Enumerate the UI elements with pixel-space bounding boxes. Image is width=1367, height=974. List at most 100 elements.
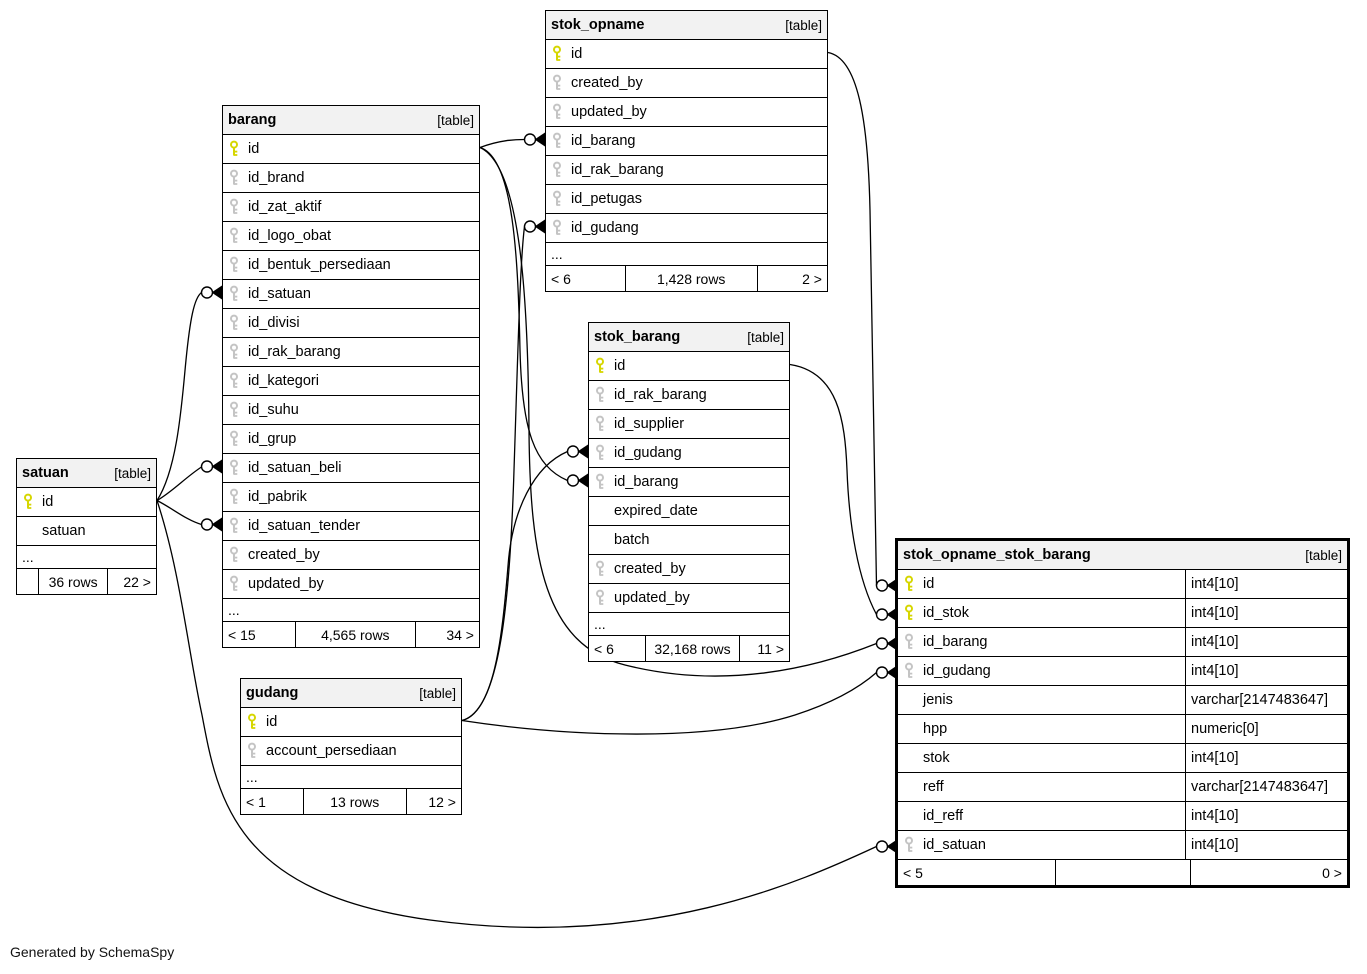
table-title[interactable]: stok_barang [594,329,681,345]
column-name: updated_by [248,576,324,592]
relationship-edge [156,291,202,501]
column-name: id_stok [923,605,969,621]
table-title[interactable]: stok_opname [551,17,645,33]
column-row: id [17,487,156,516]
column-name: id_gudang [923,663,991,679]
foreign-key-icon [594,560,614,578]
column-row: id_rak_barang [223,337,479,366]
column-name: id_divisi [248,315,300,331]
column-row: id_rak_barang [589,380,789,409]
ellipsis-row: ... [17,545,156,568]
table-title[interactable]: stok_opname_stok_barang [903,547,1091,563]
footer-right-count: 22 > [107,569,156,594]
footer-row-count: 32,168 rows [645,636,739,661]
column-name: created_by [571,75,643,91]
zero-cardinality-icon [200,518,214,531]
table-tag: [table] [785,17,822,33]
column-name: id_logo_obat [248,228,332,244]
foreign-key-icon [228,198,248,216]
foreign-key-icon [594,473,614,491]
table-title[interactable]: gudang [246,685,299,701]
primary-key-icon [903,575,923,593]
column-name: id_barang [614,474,679,490]
foreign-key-icon [903,662,923,680]
foreign-key-icon [551,161,571,179]
column-name: expired_date [614,503,698,519]
foreign-key-icon [228,227,248,245]
column-row: id_satuan_beli [223,453,479,482]
column-row: account_persediaan [241,736,461,765]
column-row: id_barang [546,126,827,155]
footer-row-count: 13 rows [302,789,406,814]
table-tag: [table] [419,685,456,701]
column-name: id_rak_barang [614,387,707,403]
footer-left-count: < 6 [551,270,571,287]
table-header[interactable]: barang [table] [223,106,479,134]
foreign-key-icon [228,401,248,419]
table-tag: [table] [1305,547,1342,563]
column-type: varchar[2147483647] [1185,773,1347,801]
primary-key-icon [903,604,923,622]
foreign-key-icon [594,444,614,462]
table-header[interactable]: stok_opname [table] [546,11,827,39]
foreign-key-icon [246,742,266,760]
table-tag: [table] [437,112,474,128]
column-row: batch [589,525,789,554]
primary-key-icon [22,493,42,511]
column-row: id_satuan [223,279,479,308]
foreign-key-icon [551,190,571,208]
column-name: stok [923,750,950,766]
column-name: id_satuan [248,286,311,302]
table-header[interactable]: stok_barang[table] [589,323,789,351]
column-row: id_bentuk_persediaan [223,250,479,279]
column-row: id [241,707,461,736]
zero-cardinality-icon [875,840,889,853]
foreign-key-icon [551,74,571,92]
column-name: created_by [248,547,320,563]
relationship-edge [156,499,202,526]
column-row: id_pabrik [223,482,479,511]
zero-cardinality-icon [875,579,889,592]
column-name: id_brand [248,170,305,186]
column-type: int4[10] [1185,599,1347,627]
footer-left-count: < 6 [594,640,614,657]
column-type: int4[10] [1185,628,1347,656]
foreign-key-icon [551,103,571,121]
column-name: id_reff [923,808,964,824]
table-title[interactable]: satuan [22,465,69,481]
column-row: id_zat_aktif [223,192,479,221]
table-header[interactable]: gudang [table] [241,679,461,707]
column-name: updated_by [571,104,647,120]
column-row: satuan [17,516,156,545]
relationship-edge [461,450,568,722]
column-row: created_by [546,68,827,97]
column-row: updated_by [223,569,479,598]
column-name: id_suhu [248,402,299,418]
foreign-key-icon [228,546,248,564]
footer-left-count: < 5 [903,864,923,881]
column-row: id_barang [589,467,789,496]
foreign-key-icon [551,219,571,237]
table-title[interactable]: barang [228,112,277,128]
column-row: id_supplier [589,409,789,438]
column-name: id_bentuk_persediaan [248,257,391,273]
footer-left-count: < 15 [228,626,256,643]
foreign-key-icon [903,836,923,854]
column-row: id_petugas [546,184,827,213]
table-header[interactable]: satuan[table] [17,459,156,487]
table-header[interactable]: stok_opname_stok_barang [table] [898,541,1347,569]
column-name: jenis [923,692,953,708]
